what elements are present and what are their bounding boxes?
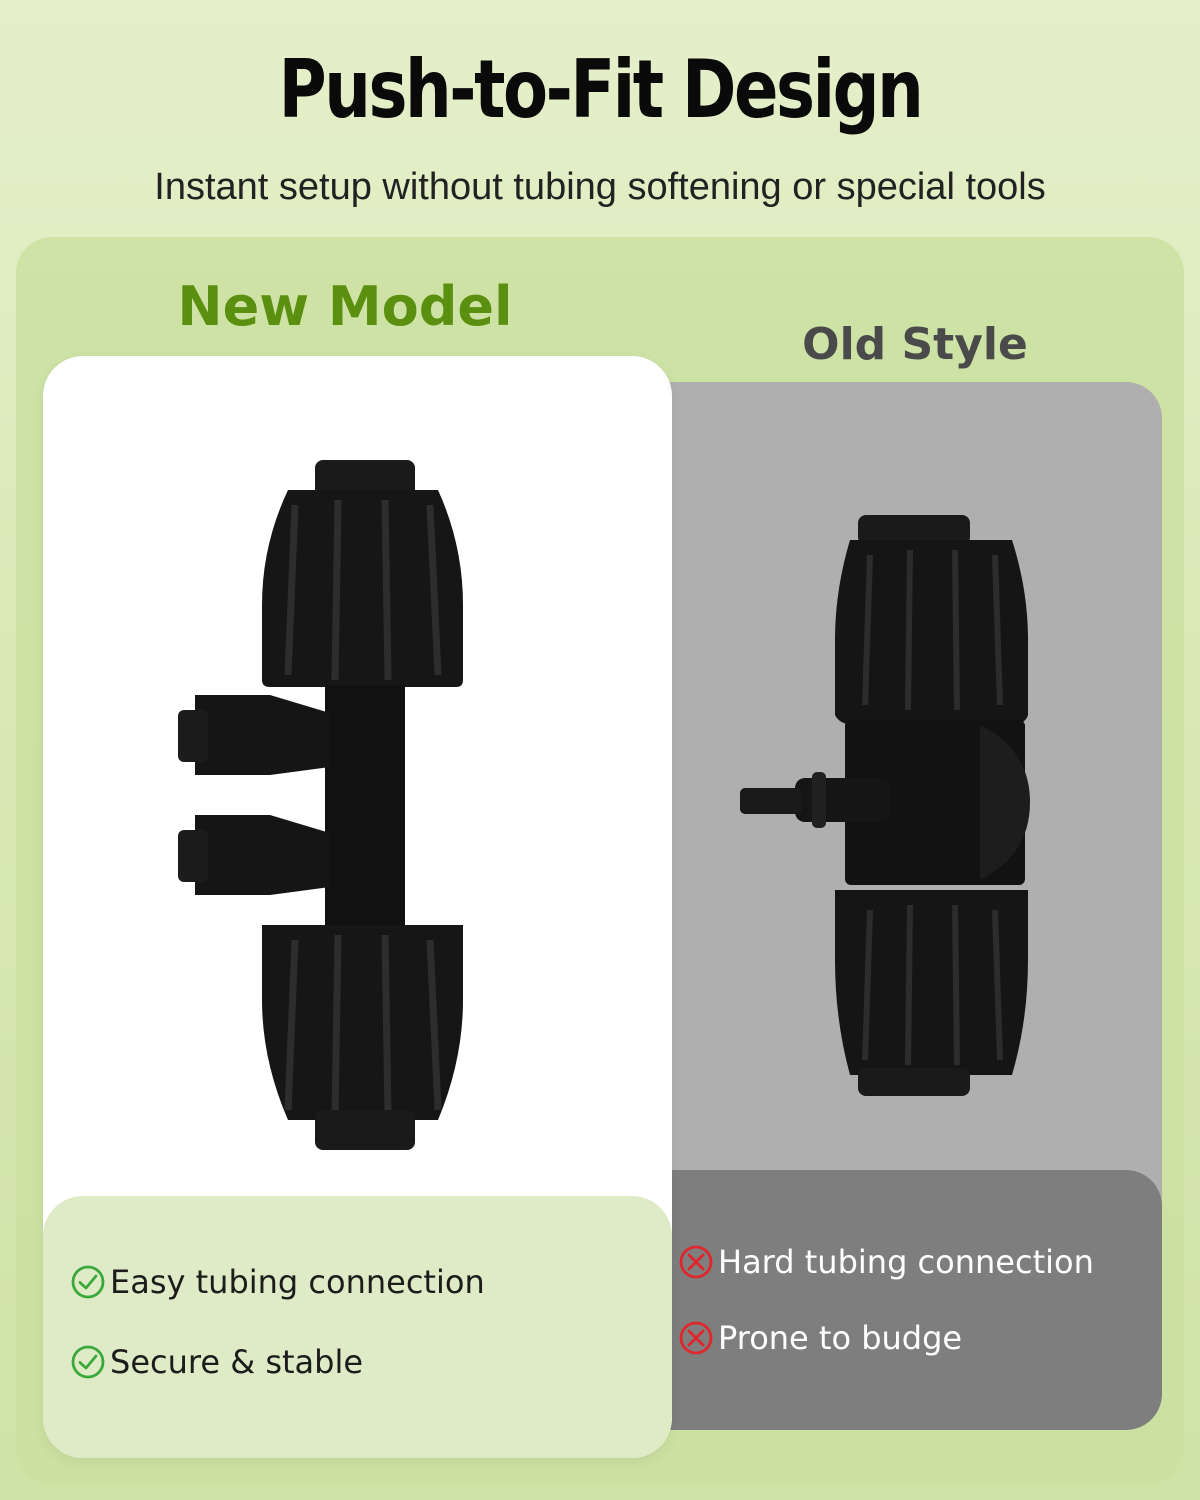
new-feature-label: Secure & stable	[110, 1343, 364, 1381]
new-model-title: New Model	[177, 275, 513, 338]
new-model-connector-image	[178, 460, 463, 1150]
old-style-features-panel	[600, 1170, 1162, 1430]
new-feature-item: Easy tubing connection	[70, 1262, 485, 1302]
old-style-connector-image	[740, 515, 1030, 1096]
page-title: Push-to-Fit Design	[278, 43, 924, 136]
new-feature-label: Easy tubing connection	[110, 1263, 485, 1301]
old-feature-item: Prone to budge	[678, 1318, 962, 1358]
new-feature-item: Secure & stable	[70, 1342, 363, 1382]
x-circle-icon	[679, 1245, 713, 1279]
new-model-features-panel	[43, 1196, 672, 1458]
check-circle-icon	[71, 1265, 105, 1299]
old-style-title: Old Style	[802, 319, 1028, 370]
x-circle-icon	[679, 1321, 713, 1355]
check-circle-icon	[71, 1345, 105, 1379]
old-feature-label: Hard tubing connection	[718, 1243, 1094, 1281]
old-feature-item: Hard tubing connection	[678, 1242, 1094, 1282]
page-subtitle: Instant setup without tubing softening o…	[154, 166, 1046, 208]
old-feature-label: Prone to budge	[718, 1319, 963, 1357]
